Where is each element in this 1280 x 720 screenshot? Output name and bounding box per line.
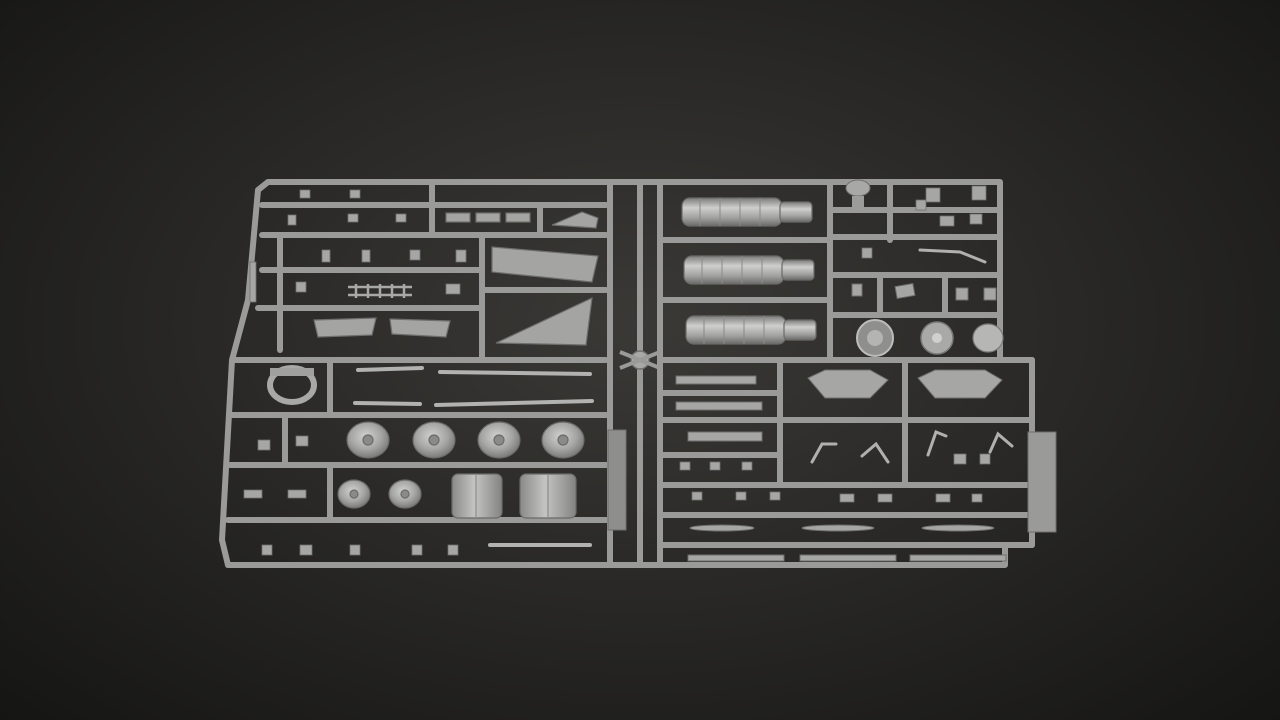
- bracket-1: [807, 369, 889, 399]
- strip-1: [675, 375, 757, 385]
- engine-parts: [681, 197, 817, 345]
- tail-fin: [495, 296, 593, 346]
- strip-3: [687, 431, 763, 442]
- strip-6: [909, 554, 1007, 562]
- rod-r1: [689, 524, 755, 532]
- flap-right: [389, 318, 451, 338]
- sprue-frame: [219, 179, 1035, 568]
- strip-4: [687, 554, 785, 562]
- engine-3: [685, 315, 817, 345]
- wing-panel-upper: [491, 246, 599, 283]
- small-plate-1: [445, 212, 471, 223]
- gate-hub: [619, 350, 661, 370]
- ring-part: [267, 365, 317, 405]
- small-plate-2: [475, 212, 501, 223]
- strip-5: [799, 554, 897, 562]
- sprue-tag-center: [607, 429, 627, 531]
- sprue-tag: [1027, 431, 1057, 533]
- tank-parts: [451, 473, 577, 519]
- gear-strut-parts: [810, 248, 1014, 464]
- ladder-part: [348, 284, 412, 298]
- small-plate-3: [505, 212, 531, 223]
- engine-2: [683, 255, 815, 285]
- rod-r2: [801, 524, 875, 532]
- bracket-2: [917, 369, 1003, 399]
- engine-1: [681, 197, 813, 227]
- tank-half-1: [451, 473, 503, 519]
- small-parts-right: [679, 185, 991, 503]
- rod-r3: [921, 524, 995, 532]
- bracket-parts: [607, 282, 1057, 562]
- wing-panel-parts: [313, 211, 599, 346]
- flap-left: [313, 317, 377, 338]
- turbine-parts: [845, 179, 1004, 357]
- small-fin: [551, 211, 599, 229]
- strip-2: [675, 401, 763, 411]
- wheel-parts: [337, 421, 585, 509]
- small-parts-left: [243, 189, 467, 556]
- rod-parts: [353, 366, 594, 547]
